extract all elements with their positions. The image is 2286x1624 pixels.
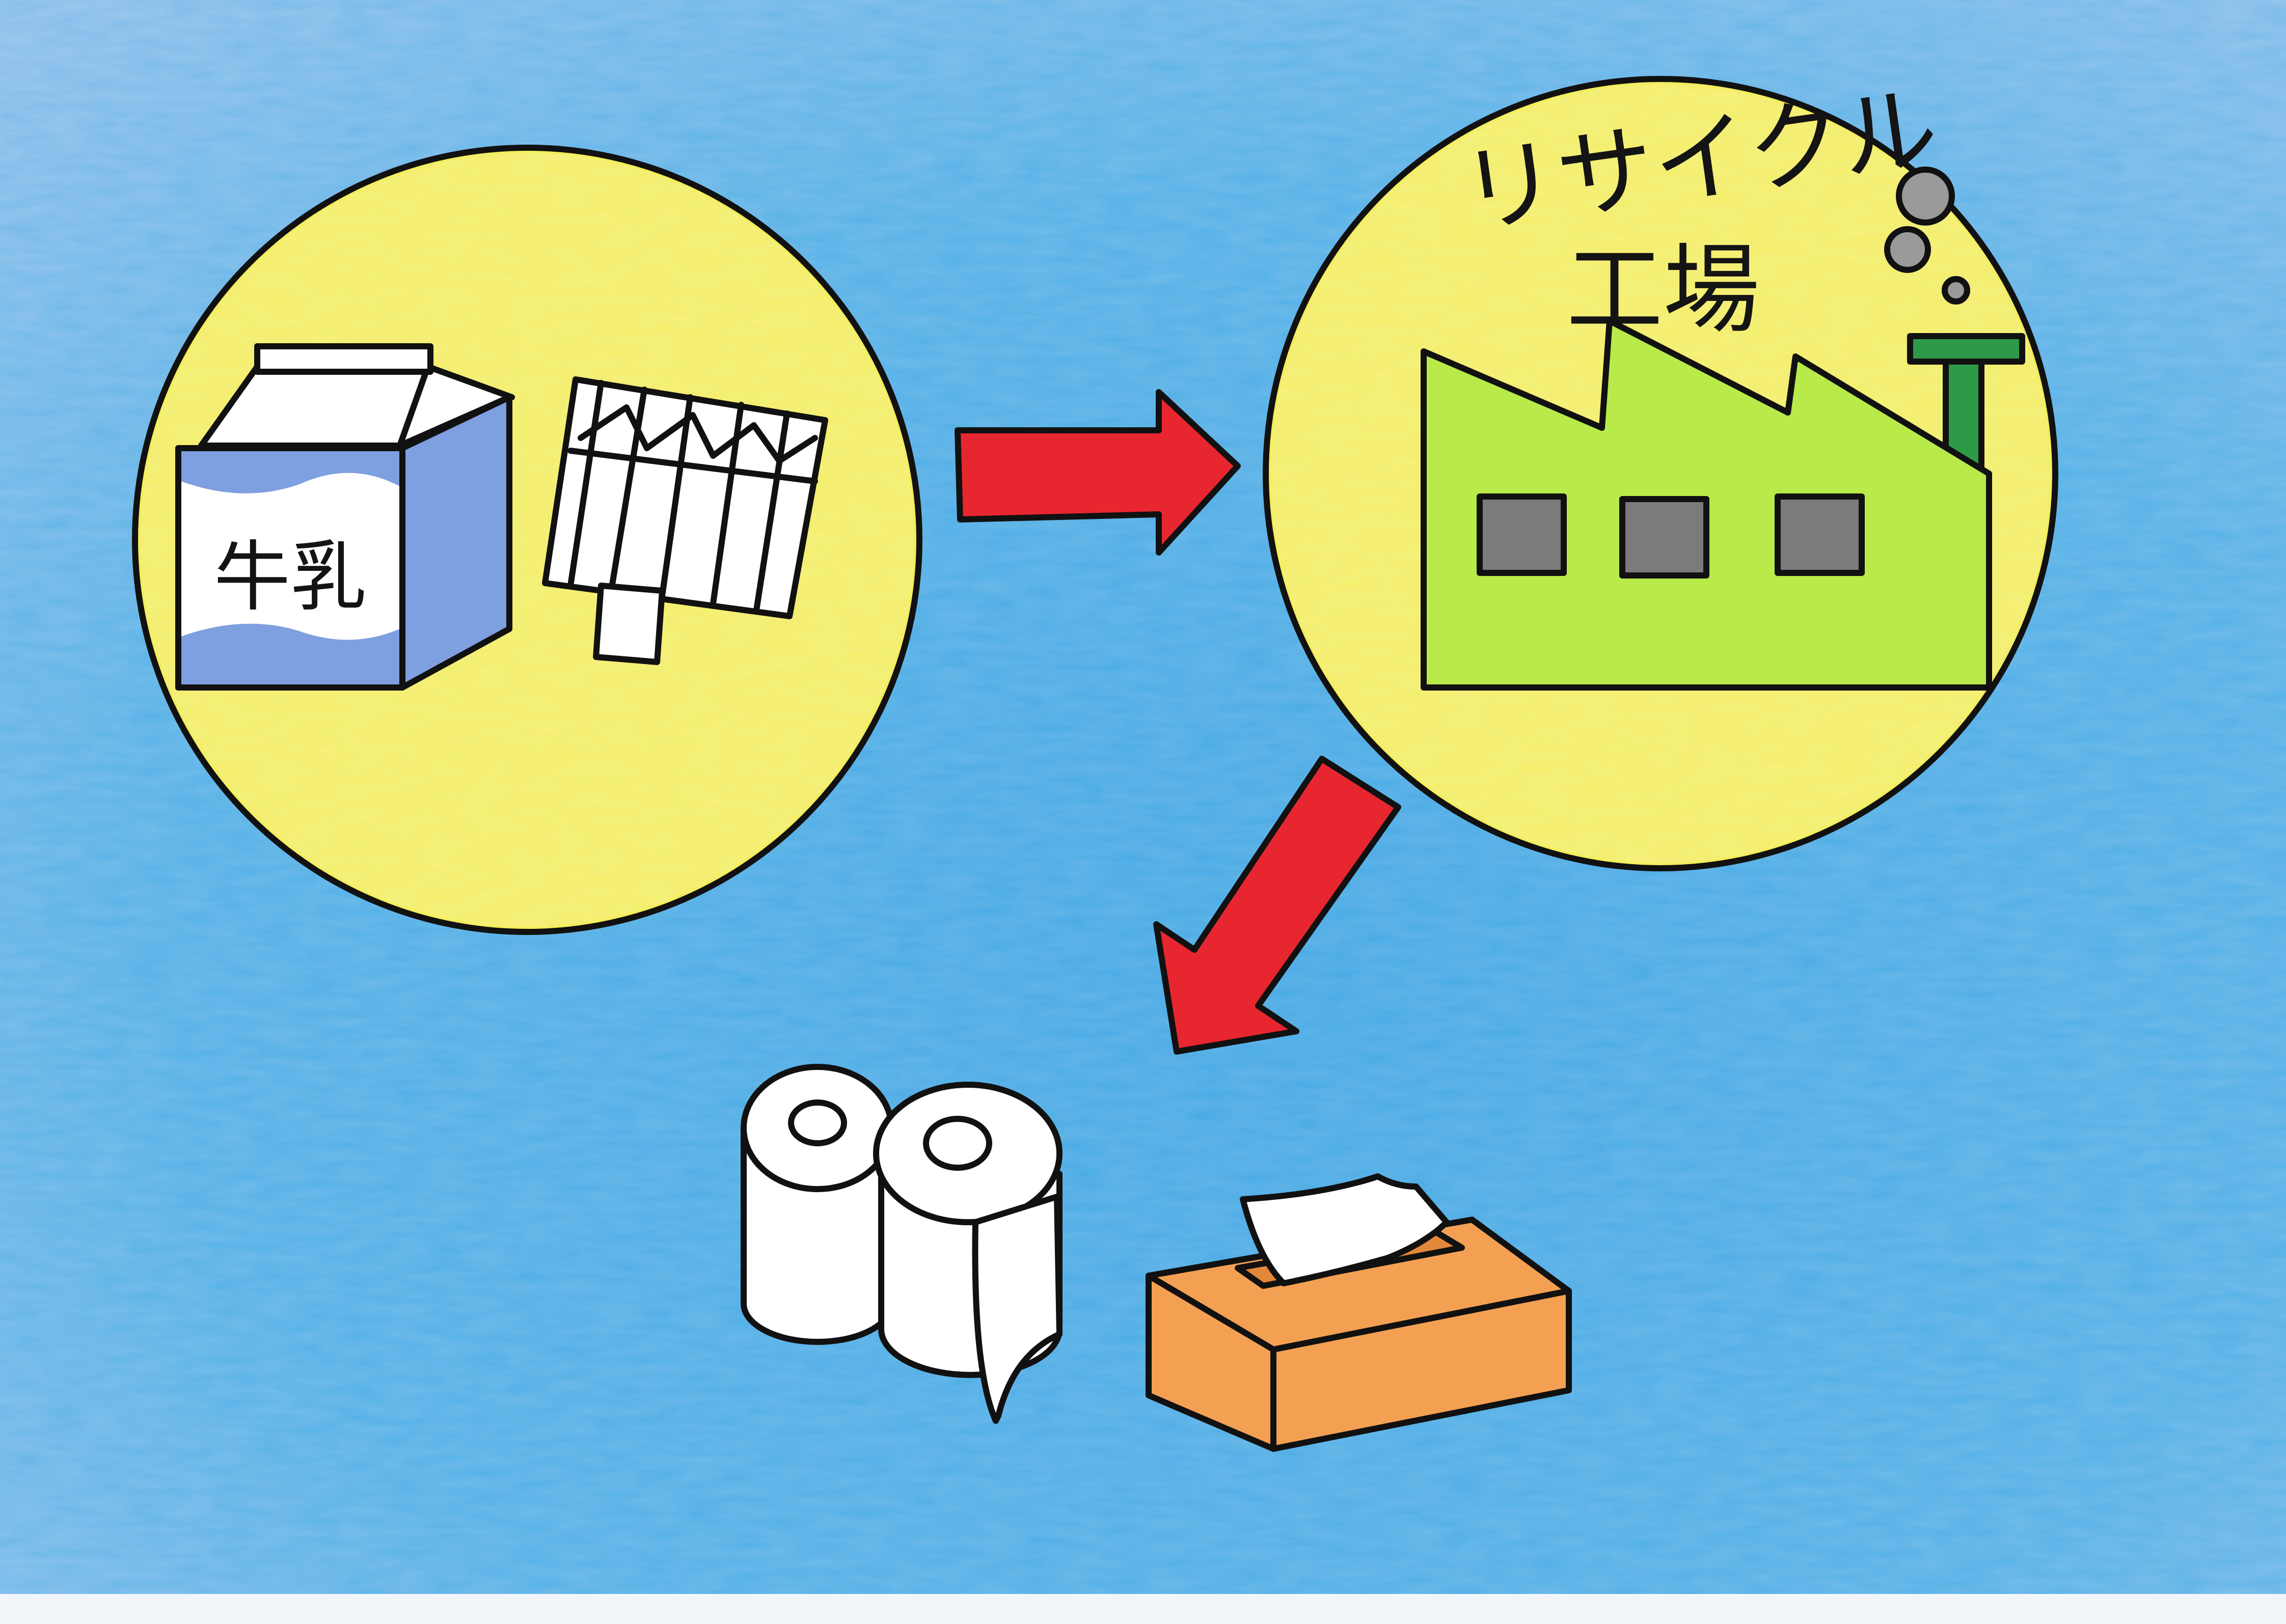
factory-circle: リサイクル 工場 [1263, 71, 2058, 871]
milk-carton-circle: 牛乳 [132, 145, 922, 935]
factory-window [1775, 493, 1865, 576]
arrow-down-left-icon [1153, 756, 1401, 1055]
factory-title-line2: 工場 [1566, 234, 1760, 346]
factory-window [1619, 496, 1709, 579]
paper-edge [0, 1594, 2286, 1624]
toilet-paper-icon [741, 1064, 1063, 1424]
arrow-right-icon [955, 389, 1241, 556]
tissue-box-icon [1146, 1173, 1572, 1452]
smoke-icon [1884, 167, 1970, 305]
milk-carton-icon: 牛乳 [175, 343, 515, 691]
factory-window [1477, 493, 1567, 576]
milk-carton-label: 牛乳 [214, 533, 367, 622]
factory-icon [1421, 318, 2025, 691]
flattened-carton-icon [542, 376, 828, 665]
